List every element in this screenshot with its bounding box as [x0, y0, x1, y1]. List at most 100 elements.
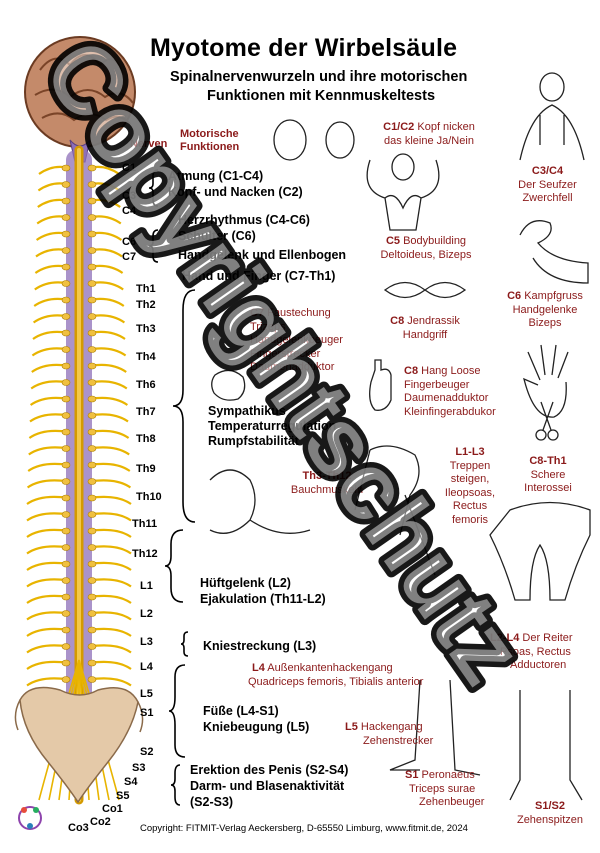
- test-c5-desc-1: Bodybuilding: [403, 235, 467, 247]
- nerve-ganglion: [87, 494, 97, 502]
- nerve-ganglion: [87, 445, 97, 452]
- nerve-ganglion: [61, 445, 71, 452]
- nerve-ganglion: [61, 362, 71, 370]
- function-erektion: Erektion des Penis (S2-S4): [190, 763, 349, 777]
- jendrassik-hands-illustration: [383, 281, 467, 299]
- nerve-ganglion: [61, 577, 71, 584]
- test-c7-desc-5: Daumenadduktor: [250, 361, 335, 373]
- nerve-ganglion: [61, 593, 71, 601]
- nerve-ganglion: [87, 181, 97, 188]
- nerve-ganglion: [87, 296, 97, 304]
- copyright-notice: Copyright: FITMIT-Verlag Aeckersberg, D-…: [140, 823, 468, 834]
- level-label-c3: C3: [122, 190, 137, 202]
- nerve-ganglion: [87, 560, 97, 568]
- test-c6-desc-1: Kampfgruss: [524, 290, 583, 302]
- test-c8-th1-name: C8-Th1: [529, 455, 567, 467]
- nerve-ganglion: [61, 494, 71, 502]
- test-l2-l4: L2-L4 Der Reiter Psoas, Rectus Adductore…: [490, 632, 573, 673]
- level-label-th4: Th4: [136, 351, 156, 363]
- level-label-s4: S4: [124, 776, 138, 788]
- nerve-ganglion: [61, 544, 71, 551]
- test-c8-th1-desc-1: Schere: [530, 468, 566, 481]
- function-schulter: Schulter (C6): [178, 229, 256, 243]
- level-label-th7: Th7: [136, 406, 156, 418]
- nerve-ganglion: [87, 362, 97, 370]
- nerve-ganglion: [87, 610, 97, 617]
- test-c8-hang-loose-desc-1: Hang Loose: [421, 365, 481, 377]
- header-functions-1: Motorische: [180, 128, 239, 140]
- nerve-ganglion: [61, 230, 71, 238]
- function-handgelenk: Handgelenk und Ellenbogen: [178, 248, 347, 262]
- nerve-ganglion: [87, 478, 97, 485]
- test-l2-l4-desc-1: Der Reiter: [522, 632, 573, 644]
- nerve-ganglion: [61, 626, 71, 634]
- test-c3-c4-desc-2: Zwerchfell: [522, 192, 573, 204]
- test-c1-c2-desc-2: das kleine Ja/Nein: [384, 134, 474, 147]
- test-th3-th12-name: Th3-Th12: [302, 470, 352, 482]
- nerve-ganglion: [61, 247, 71, 254]
- level-label-th1: Th1: [136, 283, 156, 295]
- nerve-ganglion: [87, 643, 97, 650]
- test-s1-name: S1: [405, 769, 419, 781]
- nerve-ganglion: [87, 197, 97, 205]
- test-l1-l3-desc-2: steigen,: [450, 473, 490, 485]
- nerve-ganglion: [61, 511, 71, 518]
- hang-loose-hand-illustration: [369, 359, 392, 411]
- level-label-th11: Th11: [132, 518, 158, 530]
- test-l5-desc-1: Hackengang: [360, 721, 423, 733]
- test-l1-l3-desc-4: Rectus: [452, 500, 488, 512]
- function-kopf-nacken: Kopf- und Nacken (C2): [168, 185, 303, 199]
- page-title: Myotome der Wirbelsäule: [150, 34, 458, 62]
- grouping-braces: [148, 169, 196, 806]
- test-l4-desc-1: Außenkantenhackengang: [267, 662, 393, 674]
- head-nod-illustration: [273, 119, 307, 161]
- level-label-l5: L5: [140, 688, 153, 700]
- level-label-co3: Co3: [68, 822, 89, 834]
- test-c5-desc-2: Deltoideus, Bizeps: [380, 248, 472, 261]
- test-c1-c2: C1/C2 Kopf nicken das kleine Ja/Nein: [374, 121, 484, 148]
- test-c8-hang-loose-desc-4: Kleinfingerabdukor: [404, 405, 496, 418]
- level-label-c6: C6: [122, 236, 137, 248]
- function-temperatur: Temperaturregulation: [208, 419, 337, 433]
- test-l1-l3-desc-1: Treppen: [449, 459, 491, 472]
- nerve-ganglion: [87, 544, 97, 551]
- nerve-ganglion: [61, 610, 71, 617]
- level-label-s5: S5: [116, 790, 130, 802]
- function-ejakulation: Ejakulation (Th11-L2): [200, 592, 326, 606]
- nerve-ganglion: [61, 197, 71, 205]
- stair-step-illustration: [354, 445, 436, 576]
- test-th3-th12: Th3-Th12 Bauchmuskeln: [282, 470, 372, 497]
- nerve-ganglion: [87, 412, 97, 419]
- nerve-ganglion: [87, 461, 97, 469]
- nerve-ganglion: [87, 247, 97, 254]
- level-label-th12: Th12: [132, 548, 158, 560]
- function-fuesse: Füße (L4-S1): [203, 704, 279, 718]
- nerve-ganglion: [61, 214, 71, 221]
- open-hand-illustration: [523, 344, 569, 418]
- test-l2-l4-desc-3: Adductoren: [510, 659, 567, 671]
- test-c8-jendrassik: C8 Jendrassik Handgriff: [380, 315, 470, 342]
- nerve-ganglion: [87, 659, 97, 667]
- function-hand-finger: Hand und Finger (C7-Th1): [182, 269, 336, 283]
- nerve-ganglion: [87, 593, 97, 601]
- level-label-l3: L3: [140, 636, 153, 648]
- test-c1-c2-name: C1/C2: [383, 121, 415, 133]
- rider-squat-illustration: [489, 501, 591, 601]
- nerve-ganglion: [61, 379, 71, 386]
- test-l1-l3-desc-5: femoris: [451, 513, 489, 526]
- level-label-s1: S1: [140, 707, 154, 719]
- heel-walk-illustration: [389, 679, 481, 776]
- level-label-co2: Co2: [90, 816, 111, 828]
- fist-illustration: [211, 369, 246, 401]
- test-c8-hang-loose: C8 Hang Loose Fingerbeuger Daumenaddukto…: [404, 365, 496, 419]
- nerve-ganglion: [61, 181, 71, 188]
- test-c8-hang-loose-desc-3: Daumenadduktor: [404, 392, 489, 404]
- test-c7-desc-2: Trizeps: [250, 320, 286, 333]
- test-c8-th1: C8-Th1 Schere Interossei: [510, 455, 586, 496]
- nerve-ganglion: [61, 461, 71, 469]
- nerve-ganglion: [61, 263, 71, 271]
- nerve-ganglion: [61, 643, 71, 650]
- test-s1-s2-desc-1: Zehenspitzen: [516, 813, 584, 826]
- nerve-ganglion: [61, 478, 71, 485]
